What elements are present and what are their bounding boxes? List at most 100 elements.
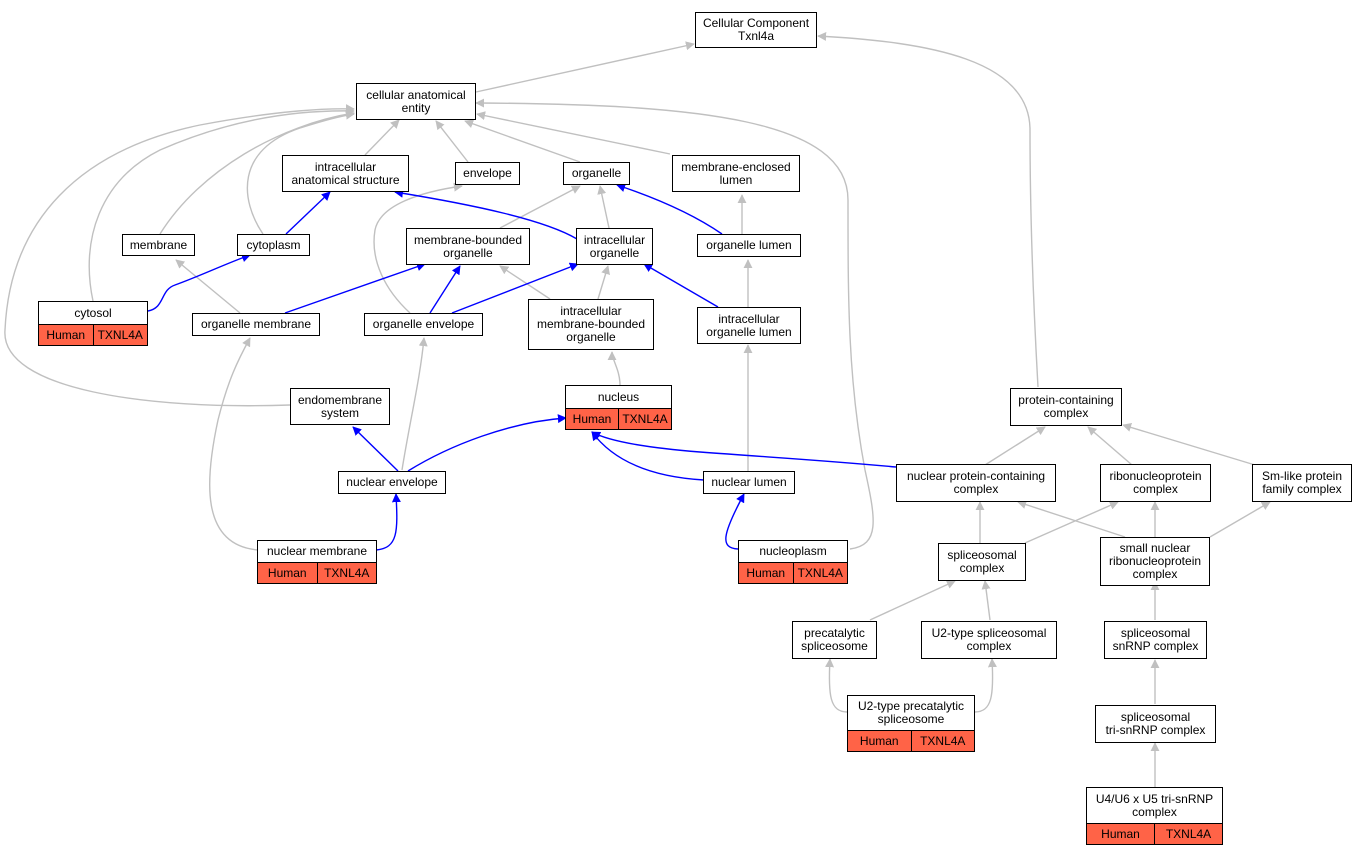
node-nl[interactable]: nuclear lumen <box>703 471 795 494</box>
edge-pcc-root <box>817 31 1039 388</box>
edge-envelope-cae <box>435 120 469 163</box>
edge-u2pre-pre <box>825 658 848 713</box>
node-label: organelle envelope <box>372 317 475 331</box>
edge-rnp-pcc <box>1087 426 1133 466</box>
node-npcc[interactable]: nuclear protein-containing complex <box>896 464 1056 502</box>
node-pre[interactable]: precatalytic spliceosome <box>792 621 877 659</box>
node-label: ribonucleoprotein complex <box>1109 469 1202 496</box>
edge-sm-pcc <box>1122 423 1256 466</box>
node-label: nuclear envelope <box>346 475 438 489</box>
edge-imbo-io <box>597 265 610 300</box>
edge-cytosol-cae <box>88 106 355 302</box>
node-label: cytosol <box>74 305 112 320</box>
edge-u2pre-u2s <box>974 658 997 713</box>
edge-mbo-organelle <box>499 185 581 229</box>
edge-ol-organelle <box>616 183 723 235</box>
node-ne[interactable]: nuclear envelope <box>338 471 446 494</box>
edge-ias-cae <box>364 119 400 156</box>
species-cell: Human <box>572 411 612 426</box>
node-snrnp[interactable]: small nuclear ribonucleoprotein complex <box>1100 537 1210 586</box>
edge-np-cae <box>475 98 874 550</box>
edge-nm-om <box>208 337 259 551</box>
edge-oe-mbo <box>429 265 461 314</box>
node-oe[interactable]: organelle envelope <box>364 313 483 336</box>
node-cytoplasm[interactable]: cytoplasm <box>237 234 310 256</box>
gene-cell: TXNL4A <box>1154 824 1222 844</box>
node-label: organelle membrane <box>200 317 312 331</box>
node-label: organelle lumen <box>706 238 792 252</box>
annotation-row: Human TXNL4A <box>1087 823 1222 844</box>
node-mel[interactable]: membrane-enclosed lumen <box>672 155 800 192</box>
node-envelope[interactable]: envelope <box>455 162 520 185</box>
node-membrane[interactable]: membrane <box>122 234 195 256</box>
node-imbo[interactable]: intracellular membrane-bounded organelle <box>528 299 654 350</box>
node-label: Cellular Component Txnl4a <box>702 16 810 43</box>
node-label: intracellular membrane-bounded organelle <box>536 304 646 344</box>
edge-es-cae <box>4 104 355 407</box>
node-sc[interactable]: spliceosomal complex <box>938 543 1026 581</box>
edge-layer <box>4 31 1271 787</box>
edge-membrane-cae <box>159 109 355 235</box>
species-cell: Human <box>859 733 899 748</box>
node-cae[interactable]: cellular anatomical entity <box>356 83 476 120</box>
node-label: small nuclear ribonucleoprotein complex <box>1108 541 1202 581</box>
node-label: nuclear lumen <box>711 475 787 489</box>
gene-cell: TXNL4A <box>910 731 975 751</box>
edge-u2s-sc <box>981 580 991 621</box>
node-label: cytoplasm <box>246 237 301 252</box>
node-label: membrane-enclosed lumen <box>681 159 791 187</box>
edge-organelle-cae <box>464 119 581 163</box>
node-label: nuclear protein-containing complex <box>906 469 1046 496</box>
species-cell: Human <box>1101 826 1140 841</box>
edge-ne-nucleus <box>407 414 567 472</box>
node-pcc[interactable]: protein-containing complex <box>1010 388 1122 426</box>
node-label: spliceosomal tri-snRNP complex <box>1105 710 1206 737</box>
edge-sc-rnp <box>1024 501 1119 544</box>
node-es[interactable]: endomembrane system <box>290 388 390 425</box>
node-om[interactable]: organelle membrane <box>192 313 320 336</box>
node-label: cellular anatomical entity <box>366 87 466 115</box>
edge-imbo-mbo <box>499 265 551 300</box>
node-label: membrane-bounded organelle <box>413 232 523 260</box>
edge-nl-nucleus <box>591 431 705 481</box>
node-root[interactable]: Cellular Component Txnl4a <box>695 12 817 48</box>
annotation-row: Human TXNL4A <box>848 730 974 751</box>
node-label: membrane <box>129 237 188 252</box>
node-rnp[interactable]: ribonucleoprotein complex <box>1100 464 1211 502</box>
edge-nucleus-imbo <box>607 351 621 386</box>
node-ol[interactable]: organelle lumen <box>697 234 801 257</box>
node-label: nuclear membrane <box>266 544 368 558</box>
node-label: intracellular organelle <box>583 232 646 260</box>
species-cell: Human <box>46 327 86 342</box>
node-tri[interactable]: spliceosomal tri-snRNP complex <box>1095 705 1216 743</box>
edge-mel-cae <box>476 111 671 155</box>
node-ssnrnp[interactable]: spliceosomal snRNP complex <box>1104 621 1207 659</box>
node-organelle[interactable]: organelle <box>563 162 630 185</box>
edge-cytoplasm-cae <box>246 110 355 235</box>
node-label: nucleoplasm <box>759 544 827 558</box>
species-cell: Human <box>746 565 786 580</box>
node-io[interactable]: intracellular organelle <box>576 228 653 265</box>
node-label: envelope <box>463 166 512 180</box>
node-label: U4/U6 x U5 tri-snRNP complex <box>1095 791 1214 819</box>
node-ias[interactable]: intracellular anatomical structure <box>282 155 409 192</box>
node-sm[interactable]: Sm-like protein family complex <box>1252 464 1352 502</box>
edge-npcc-pcc <box>984 426 1046 466</box>
node-iol[interactable]: intracellular organelle lumen <box>697 307 801 344</box>
edge-io-organelle <box>597 185 610 229</box>
node-label: nucleus <box>597 389 640 404</box>
edge-oe-envelope <box>373 182 463 314</box>
node-label: intracellular organelle lumen <box>706 311 792 339</box>
node-u2s[interactable]: U2-type spliceosomal complex <box>921 621 1057 659</box>
node-mbo[interactable]: membrane-bounded organelle <box>406 228 530 265</box>
species-cell: Human <box>267 565 307 580</box>
